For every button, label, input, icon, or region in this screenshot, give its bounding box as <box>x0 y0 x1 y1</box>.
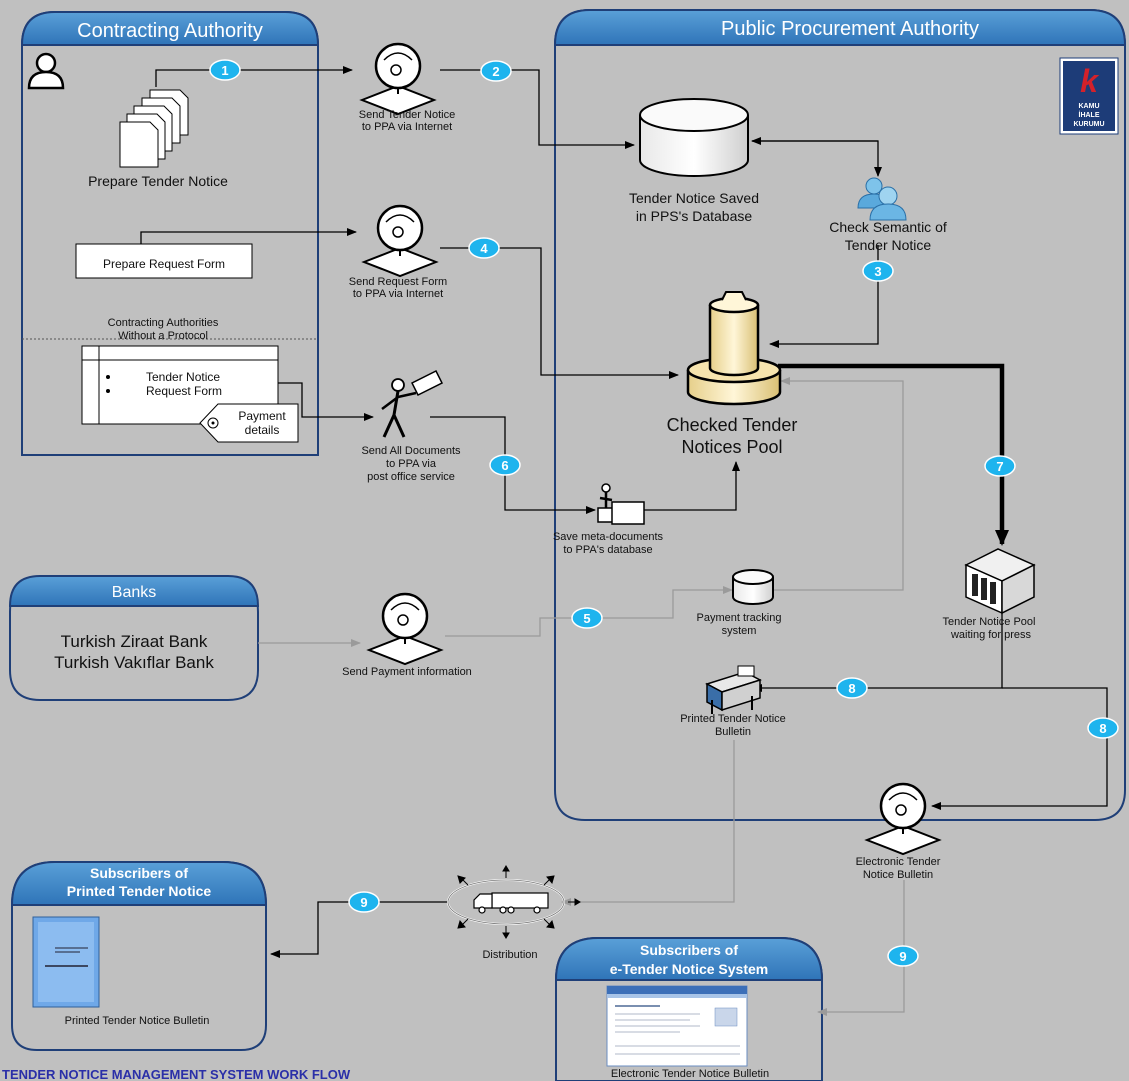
internet-terminal-icon <box>366 592 444 666</box>
lane-contracting-authority: Contracting Authority <box>20 11 320 456</box>
printed-bulletin-thumbnail <box>32 916 100 1008</box>
checked-pool-pillar-icon <box>686 291 782 406</box>
db-saved-label-1: Tender Notice Saved <box>629 190 759 206</box>
step-badge: 8 <box>836 677 868 699</box>
clerk-desk-icon <box>597 483 645 525</box>
db-saved-label-2: in PPS's Database <box>636 208 753 224</box>
footer-title: TENDER NOTICE MANAGEMENT SYSTEM WORK FLO… <box>2 1067 351 1081</box>
save-meta-label-2: to PPA's database <box>563 544 652 556</box>
step-badge: 9 <box>348 891 380 913</box>
payment-tracking-label-2: system <box>722 625 757 637</box>
svg-text:2: 2 <box>492 64 499 79</box>
logo-line-1: KAMU <box>1079 103 1100 110</box>
payment-tag-line-2: details <box>245 423 280 437</box>
lane-title-subs-printed-1: Subscribers of <box>90 865 188 881</box>
bank-vakiflar: Turkish Vakıflar Bank <box>54 653 214 672</box>
send-docs-label-1: Send All Documents <box>361 445 461 457</box>
svg-text:4: 4 <box>480 241 488 256</box>
payment-tracking-label-1: Payment tracking <box>697 612 782 624</box>
e-tender-screenshot-thumbnail <box>606 985 748 1067</box>
lane-title-contracting: Contracting Authority <box>77 20 263 42</box>
send-request-label-2: to PPA via Internet <box>353 288 443 300</box>
send-request-label-1: Send Request Form <box>349 276 447 288</box>
internet-terminal-icon <box>864 782 942 856</box>
lane-title-subs-e-2: e-Tender Notice System <box>610 961 768 977</box>
e-bulletin-label-2: Notice Bulletin <box>863 869 933 881</box>
without-protocol-label-2: Without a Protocol <box>118 330 208 342</box>
step-badge: 1 <box>209 59 241 81</box>
internet-terminal-icon <box>359 42 437 116</box>
step-badge: 7 <box>984 455 1016 477</box>
step-badge: 9 <box>887 945 919 967</box>
kamu-ihale-kurumu-logo: k KAMU İHALE KURUMU <box>1059 57 1119 135</box>
send-docs-label-2: to PPA via <box>386 458 437 470</box>
payment-tracking-db-icon <box>732 569 774 605</box>
send-notice-label-2: to PPA via Internet <box>362 121 452 133</box>
save-meta-label-1: Save meta-documents <box>553 531 664 543</box>
semantic-check-users-icon <box>857 177 907 221</box>
payment-tag-line-1: Payment <box>238 409 286 423</box>
check-semantic-label-1: Check Semantic of <box>829 219 947 235</box>
printed-bulletin-label-2: Bulletin <box>715 726 751 738</box>
svg-text:8: 8 <box>1099 721 1106 736</box>
printed-bulletin-label-1: Printed Tender Notice <box>680 713 786 725</box>
pool-label-1: Checked Tender <box>667 415 798 435</box>
without-protocol-label-1: Contracting Authorities <box>108 317 219 329</box>
bank-ziraat: Turkish Ziraat Bank <box>61 632 208 651</box>
payment-tag: Payment details <box>199 403 299 443</box>
send-payment-label: Send Payment information <box>342 666 472 678</box>
svg-text:9: 9 <box>360 895 367 910</box>
lane-title-subs-printed-2: Printed Tender Notice <box>67 883 212 899</box>
svg-text:9: 9 <box>899 949 906 964</box>
svg-text:5: 5 <box>583 611 590 626</box>
lane-subscribers-printed: Subscribers of Printed Tender Notice Pri… <box>10 861 268 1051</box>
step-badge: 6 <box>489 454 521 476</box>
doc-item-request-form: Request Form <box>146 384 222 398</box>
printed-bulletin-caption: Printed Tender Notice Bulletin <box>65 1015 210 1027</box>
logo-letter: k <box>1080 63 1100 99</box>
send-notice-label-1: Send Tender Notice <box>359 109 455 121</box>
server-icon <box>964 548 1036 615</box>
printer-icon <box>705 665 762 714</box>
e-bulletin-label-1: Electronic Tender <box>856 856 941 868</box>
logo-line-2: İHALE <box>1079 111 1100 119</box>
prepare-request-form-box: Prepare Request Form <box>75 243 253 279</box>
check-semantic-label-2: Tender Notice <box>845 237 932 253</box>
lane-subscribers-e-tender: Subscribers of e-Tender Notice System El… <box>554 937 824 1081</box>
internet-terminal-icon <box>361 204 439 278</box>
postman-icon <box>381 369 444 438</box>
step-badge: 3 <box>862 260 894 282</box>
document-stack-icon <box>119 89 189 168</box>
svg-text:3: 3 <box>874 264 881 279</box>
lane-title-ppa: Public Procurement Authority <box>721 18 979 40</box>
svg-text:7: 7 <box>996 459 1003 474</box>
e-bulletin-caption: Electronic Tender Notice Bulletin <box>611 1068 769 1080</box>
prepare-notice-label: Prepare Tender Notice <box>88 173 228 189</box>
svg-text:1: 1 <box>221 63 228 78</box>
svg-text:6: 6 <box>501 458 508 473</box>
distribution-truck-icon <box>447 865 581 939</box>
database-icon <box>639 98 749 177</box>
step-badge: 2 <box>480 60 512 82</box>
lane-title-banks: Banks <box>112 584 156 601</box>
doc-item-tender-notice: Tender Notice <box>146 370 220 384</box>
send-docs-label-3: post office service <box>367 471 455 483</box>
user-icon <box>27 52 65 90</box>
pool-press-label-2: waiting for press <box>950 629 1032 641</box>
svg-text:8: 8 <box>848 681 855 696</box>
pool-press-label-1: Tender Notice Pool <box>943 616 1036 628</box>
step-badge: 8 <box>1087 717 1119 739</box>
lane-public-procurement-authority: Public Procurement Authority <box>553 9 1127 821</box>
prepare-request-label: Prepare Request Form <box>103 257 225 271</box>
step-badge: 5 <box>571 607 603 629</box>
step-badge: 4 <box>468 237 500 259</box>
pool-label-2: Notices Pool <box>681 437 782 457</box>
distribution-label: Distribution <box>482 949 537 961</box>
lane-title-subs-e-1: Subscribers of <box>640 942 738 958</box>
lane-banks: Banks Turkish Ziraat Bank Turkish Vakıfl… <box>8 575 260 701</box>
logo-line-3: KURUMU <box>1073 121 1104 128</box>
